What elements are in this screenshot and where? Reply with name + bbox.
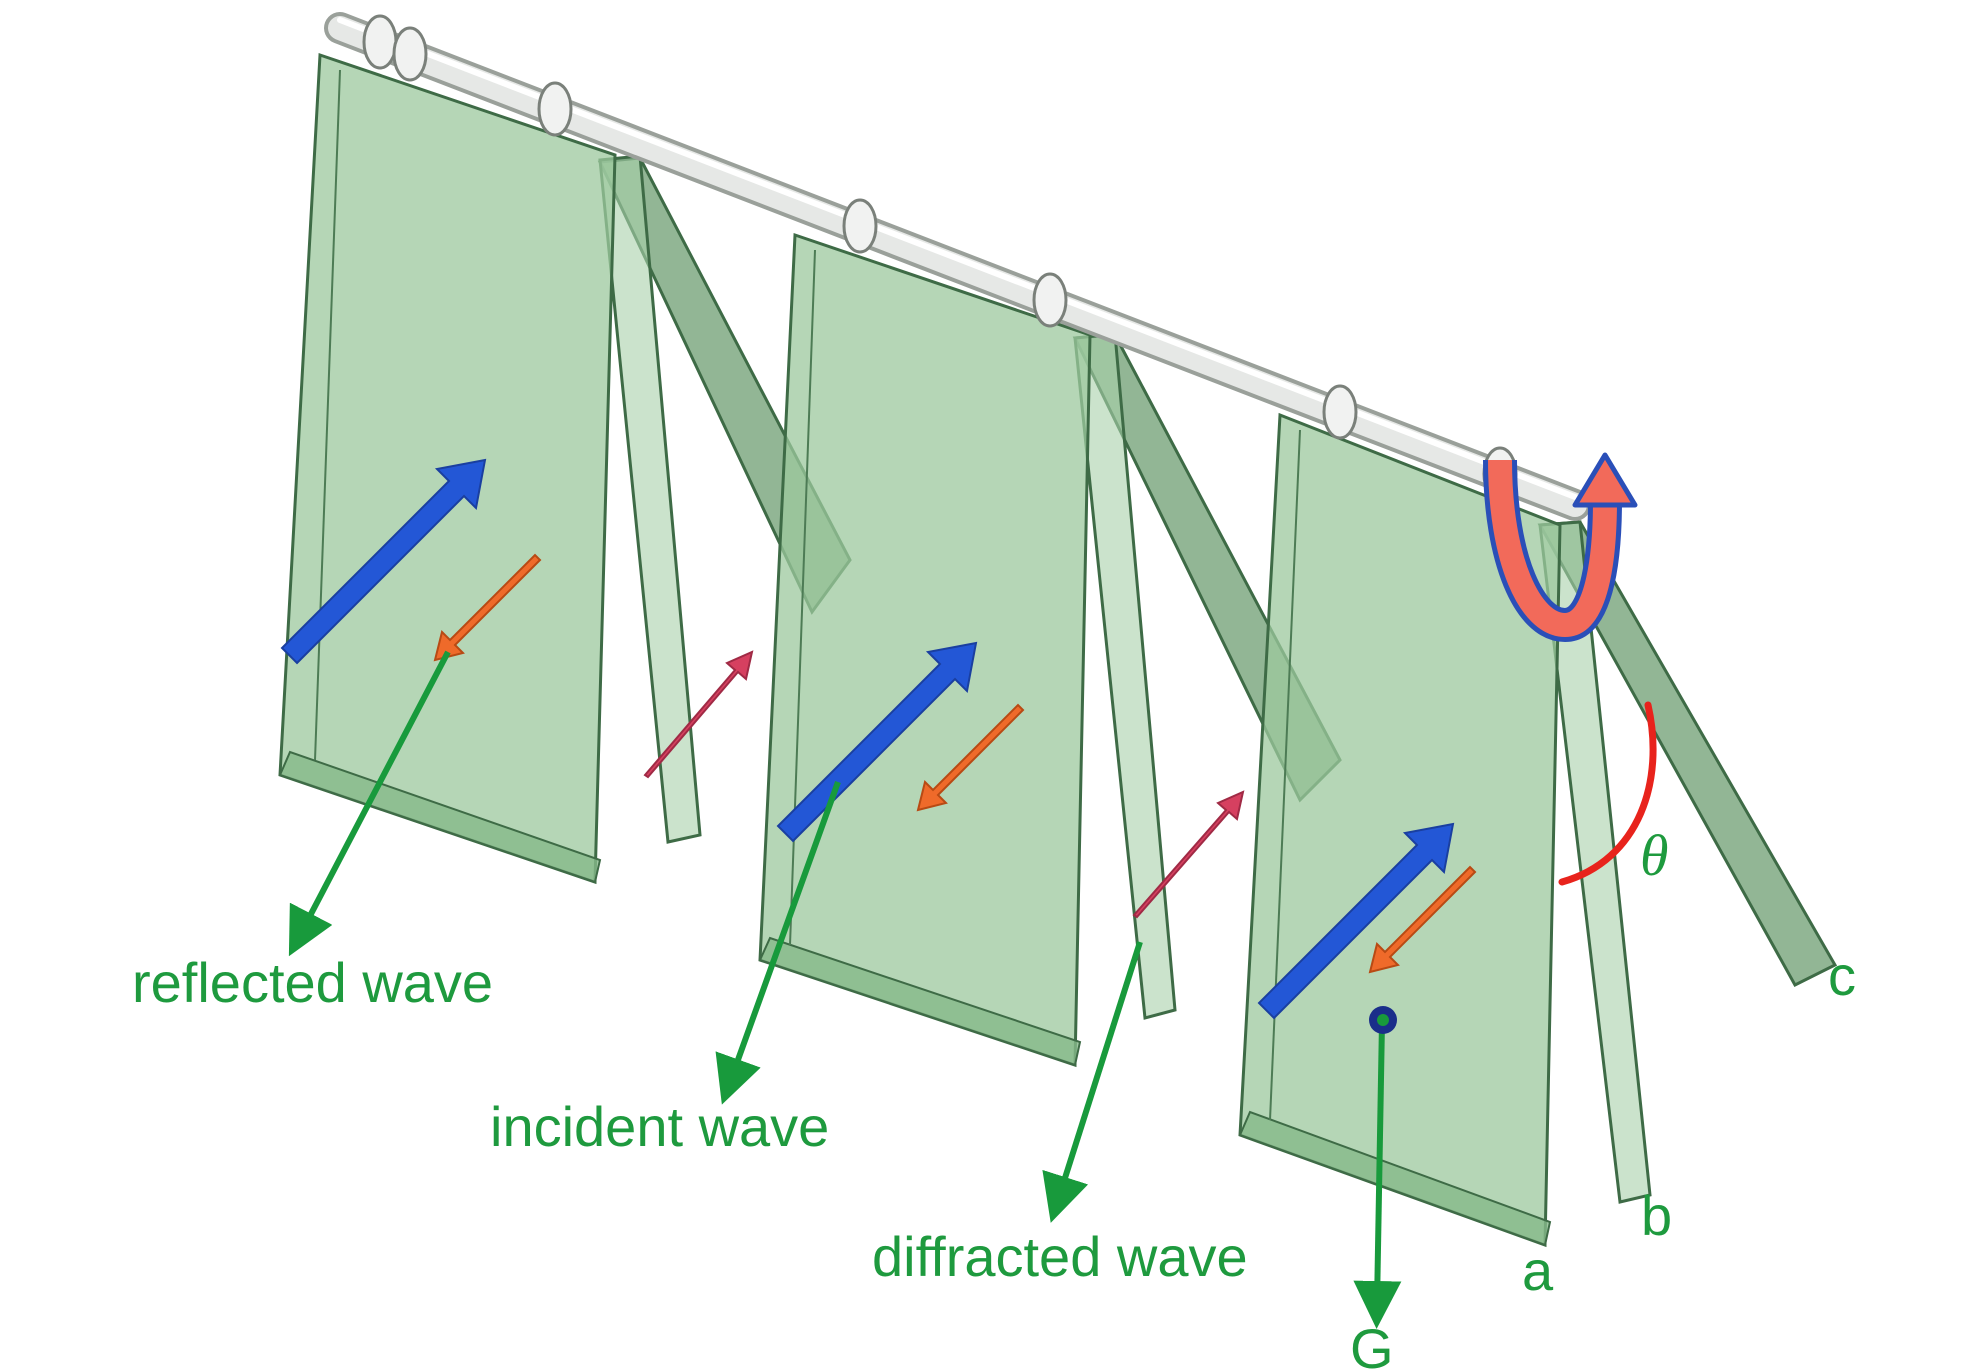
panel-3-back-flap bbox=[1538, 520, 1652, 1204]
reflected-arrow-2 bbox=[916, 703, 1025, 812]
label-pointers bbox=[288, 650, 1402, 1329]
diffracted-wave-label: diffracted wave bbox=[872, 1225, 1248, 1288]
panel-3-plate-bottom bbox=[1238, 1110, 1552, 1247]
center-of-gravity-point bbox=[1369, 1006, 1397, 1034]
diffracted-arrow-1 bbox=[643, 650, 754, 779]
incident-arrow-1 bbox=[280, 458, 487, 665]
panel-2-plate-bottom bbox=[758, 936, 1082, 1067]
incident-wave-label: incident wave bbox=[490, 1095, 829, 1158]
incident-arrow-3 bbox=[1257, 822, 1455, 1020]
diffracted-wave-pointer bbox=[1042, 941, 1143, 1223]
panel-2-front-plate bbox=[758, 232, 1092, 1068]
panel-unit-3 bbox=[1238, 412, 1838, 1248]
label-b: b bbox=[1641, 1184, 1672, 1247]
panel-1-inner-edge bbox=[314, 69, 341, 761]
label-g: G bbox=[1350, 1317, 1394, 1370]
gravity-pointer bbox=[1353, 1021, 1402, 1329]
incident-wave-pointer bbox=[715, 780, 841, 1105]
rotation-arrow-icon bbox=[1483, 452, 1638, 643]
reflected-wave-arrows bbox=[433, 553, 1477, 974]
reflected-arrow-1 bbox=[433, 553, 542, 662]
reflected-arrow-3 bbox=[1368, 865, 1477, 974]
diffracted-wave-arrows bbox=[643, 650, 1245, 919]
theta-label: θ bbox=[1640, 823, 1669, 888]
label-a: a bbox=[1522, 1239, 1554, 1302]
theta-angle-arc bbox=[1558, 701, 1657, 886]
label-c: c bbox=[1828, 944, 1856, 1007]
reflected-wave-pointer bbox=[288, 650, 451, 957]
panel-1-plate-bottom bbox=[278, 750, 602, 884]
panel-1-back-flap bbox=[598, 154, 702, 844]
incident-wave-arrows bbox=[280, 458, 1455, 1020]
incident-arrow-2 bbox=[776, 641, 978, 843]
diffracted-arrow-2 bbox=[1132, 790, 1245, 919]
reflected-wave-label: reflected wave bbox=[132, 951, 493, 1014]
